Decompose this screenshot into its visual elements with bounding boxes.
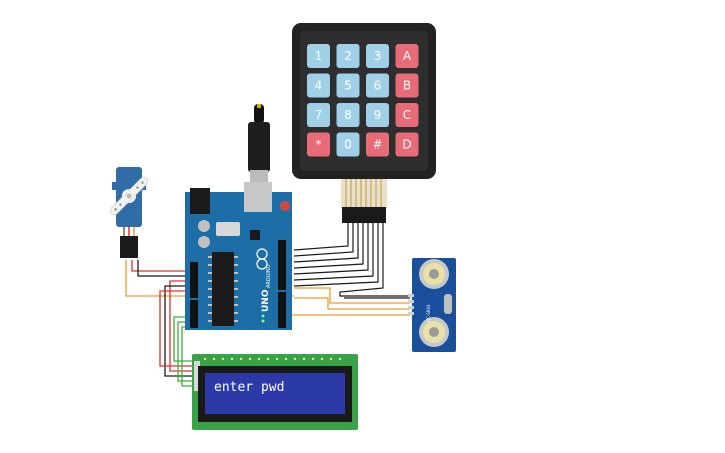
capacitor-2: [198, 236, 210, 248]
keypad-key-label: B: [403, 79, 411, 93]
keypad-key-label: A: [403, 49, 412, 63]
keypad-key-cap[interactable]: [307, 73, 330, 98]
keypad-key-cap[interactable]: [307, 44, 330, 68]
keypad-key-cap[interactable]: [307, 103, 330, 127]
digital-header-bottom: [278, 292, 286, 328]
keypad-key-label: *: [316, 138, 322, 152]
keypad-key-cap[interactable]: [307, 132, 330, 157]
keypad-key-b[interactable]: B: [395, 73, 419, 98]
usb-cable: [248, 104, 270, 182]
lcd-pins: [194, 361, 200, 391]
servo: [109, 167, 149, 258]
keypad-key-8[interactable]: 8: [336, 103, 360, 127]
ultrasonic-transducer-top: [419, 259, 449, 289]
ultrasonic-label: HC-SR04: [426, 304, 431, 322]
keypad-key-cap[interactable]: [366, 73, 389, 98]
reset-button: [280, 201, 290, 211]
keypad-key-9[interactable]: 9: [366, 103, 389, 127]
digital-header-top: [278, 240, 286, 290]
keypad: 1 2 3 A 4 5 6 B 7 8 9 C * 0 # D: [292, 23, 436, 223]
keypad-key-a[interactable]: A: [395, 44, 419, 68]
analog-header: [190, 300, 198, 328]
usb-plug: [248, 122, 270, 172]
lcd-line1: enter pwd: [214, 380, 284, 395]
keypad-key-2[interactable]: 2: [336, 44, 360, 68]
keypad-key-cap[interactable]: [336, 44, 360, 68]
arduino-model: UNO: [261, 289, 271, 312]
keypad-key-4[interactable]: 4: [307, 73, 330, 98]
keypad-key-label: 2: [344, 49, 352, 63]
keypad-ribbon: [341, 179, 387, 209]
keypad-key-cap[interactable]: [366, 44, 389, 68]
arduino-pcb: [185, 192, 292, 330]
keypad-key-0[interactable]: 0: [336, 132, 360, 157]
keypad-key-cap[interactable]: [395, 73, 419, 98]
keypad-key-label: 0: [344, 138, 352, 152]
keypad-key-cap[interactable]: [395, 44, 419, 68]
ultrasonic-crystal: [444, 294, 452, 314]
keypad-key-6[interactable]: 6: [366, 73, 389, 98]
keypad-key-7[interactable]: 7: [307, 103, 330, 127]
usb-chip: [250, 230, 260, 240]
keypad-key-label: 6: [374, 79, 382, 93]
servo-connector: [120, 236, 138, 258]
keypad-key-label: 9: [374, 108, 382, 122]
usb-metal: [250, 170, 268, 182]
keypad-key-cap[interactable]: [336, 73, 360, 98]
keypad-key-c[interactable]: C: [395, 103, 419, 127]
keypad-key-label: 4: [315, 79, 323, 93]
keypad-key-cap[interactable]: [366, 103, 389, 127]
arduino-power-jack: [190, 188, 210, 214]
keypad-key-cap[interactable]: [336, 103, 360, 127]
keypad-key-label: D: [402, 138, 411, 152]
keypad-wires: [293, 222, 410, 297]
power-header: [190, 262, 198, 298]
capacitor-1: [198, 220, 210, 232]
atmega-chip: [212, 252, 234, 326]
keypad-key-d[interactable]: D: [395, 132, 419, 157]
keypad-key-label: C: [403, 108, 411, 122]
keypad-key-star[interactable]: *: [307, 132, 330, 157]
keypad-key-cap[interactable]: [395, 132, 419, 157]
lcd-screen: [205, 373, 345, 414]
ultrasonic-sensor: HC-SR04: [408, 258, 456, 352]
arduino-brand: ARDUINO: [266, 264, 272, 288]
keypad-key-cap[interactable]: [366, 132, 389, 157]
keypad-key-5[interactable]: 5: [336, 73, 360, 98]
arduino-usb-port: [244, 182, 272, 212]
keypad-keys: 1 2 3 A 4 5 6 B 7 8 9 C * 0 # D: [307, 44, 419, 157]
keypad-key-label: 5: [344, 79, 352, 93]
keypad-key-hash[interactable]: #: [366, 132, 389, 157]
keypad-connector: [342, 207, 386, 223]
keypad-key-cap[interactable]: [395, 103, 419, 127]
keypad-key-label: #: [372, 138, 382, 152]
arduino-logo: [256, 248, 268, 270]
keypad-key-label: 1: [315, 49, 323, 63]
keypad-key-label: 3: [374, 49, 382, 63]
ultrasonic-transducer-bottom: [419, 317, 449, 347]
keypad-key-label: 8: [344, 108, 352, 122]
arduino-board: ARDUINO UNO: [185, 182, 292, 330]
keypad-key-label: 7: [315, 108, 323, 122]
keypad-key-cap[interactable]: [336, 132, 360, 157]
keypad-key-1[interactable]: 1: [307, 44, 330, 68]
usb-cable-cord: [254, 104, 264, 124]
lcd-module: enter pwd: [192, 354, 358, 430]
crystal: [216, 222, 240, 236]
keypad-key-3[interactable]: 3: [366, 44, 389, 68]
